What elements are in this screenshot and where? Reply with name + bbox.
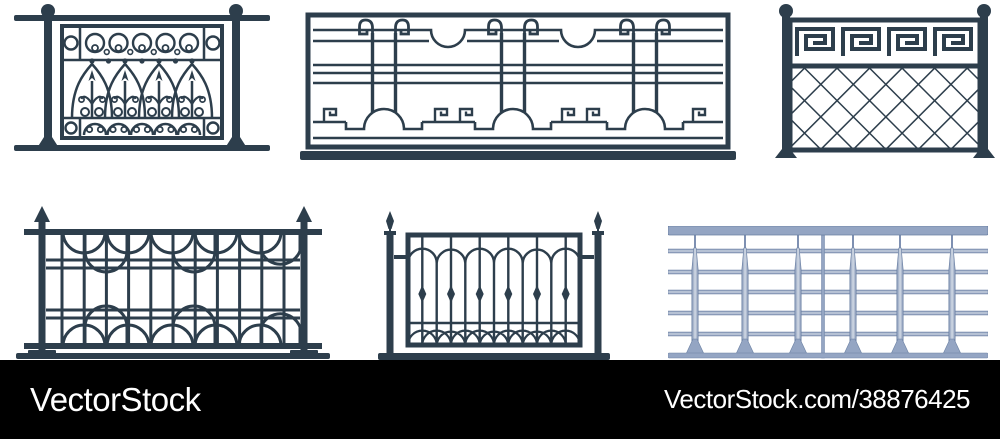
- lattice-band: [787, 63, 983, 153]
- center-divider: [821, 234, 825, 359]
- arc-grid-railing-illustration: [16, 206, 330, 359]
- curled-posts: [358, 18, 671, 113]
- horizontal-lines: [313, 28, 723, 140]
- frame: [305, 12, 731, 150]
- pickets: [406, 235, 582, 345]
- base-rail: [16, 353, 330, 359]
- top-rail: [14, 15, 270, 21]
- greek-key-lattice-railing-illustration: [775, 4, 995, 158]
- handrail: [668, 226, 988, 236]
- watermark-reference: VectorStock.com/38876425: [664, 384, 970, 414]
- arrow-finial-icon: [34, 206, 312, 222]
- base-rail: [378, 353, 610, 360]
- art-deco-railing-illustration: [300, 12, 736, 160]
- vectorstock-logo: VectorStock: [30, 380, 201, 418]
- spear-finial-icon: [384, 211, 604, 235]
- ornate-scroll-railing-illustration: [14, 4, 270, 151]
- ball-finial-icon: [779, 4, 991, 18]
- modern-steel-railing-illustration: [668, 226, 988, 359]
- grid: [46, 232, 300, 346]
- bottom-rail: [668, 352, 988, 359]
- meander-band: [787, 17, 983, 69]
- horizontal-rails: [668, 248, 988, 337]
- arcs: [61, 231, 302, 347]
- ornate-panel: [60, 24, 224, 140]
- base-rail: [14, 145, 270, 151]
- watermark-bar: VectorStock VectorStock.com/38876425: [0, 360, 1000, 439]
- crossed-arc-band: [406, 321, 582, 346]
- base-rail: [300, 151, 736, 160]
- arched-picket-railing-illustration: [378, 211, 610, 360]
- greek-hooks: [322, 107, 707, 122]
